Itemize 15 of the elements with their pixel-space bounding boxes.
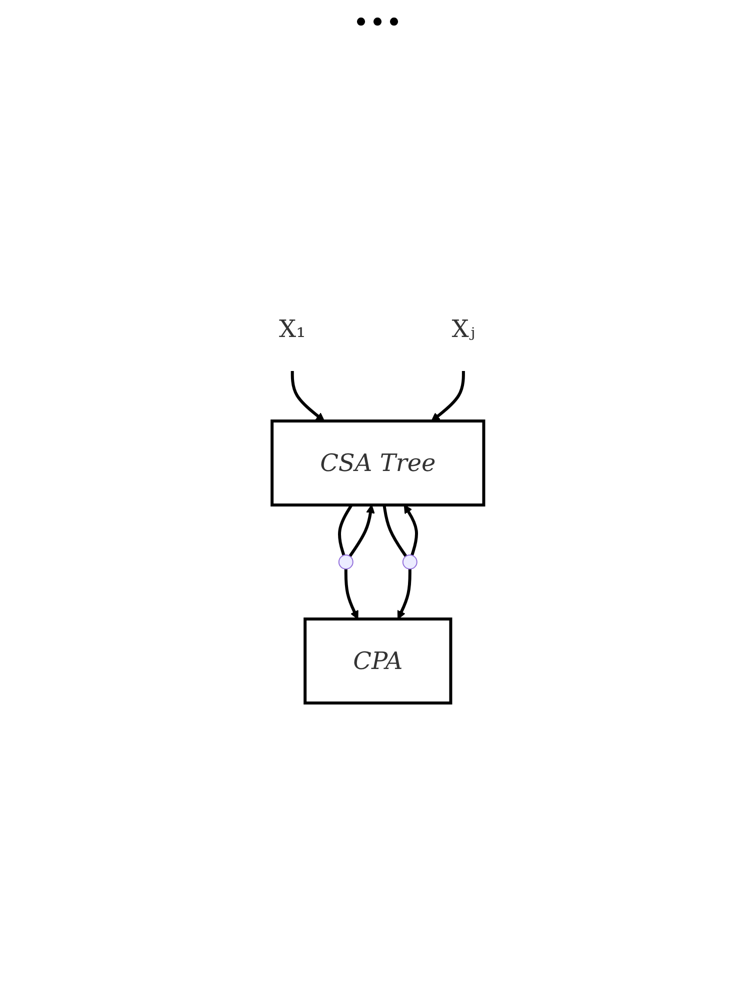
node-box: CPA bbox=[304, 618, 453, 704]
node-text: Xⱼ bbox=[452, 315, 476, 343]
node-text: X₁ bbox=[279, 315, 306, 343]
arrow bbox=[291, 371, 326, 422]
arrow bbox=[344, 569, 359, 620]
connector bbox=[383, 504, 408, 558]
arrow bbox=[432, 371, 466, 422]
ellipsis-mark: ••• bbox=[352, 6, 402, 39]
connector bbox=[338, 504, 354, 556]
arrow bbox=[404, 504, 418, 556]
arrow bbox=[398, 569, 412, 620]
node-box: CSA Tree bbox=[271, 420, 486, 506]
node-circle bbox=[402, 554, 418, 570]
node-circle bbox=[338, 554, 354, 570]
arrow bbox=[349, 504, 376, 558]
